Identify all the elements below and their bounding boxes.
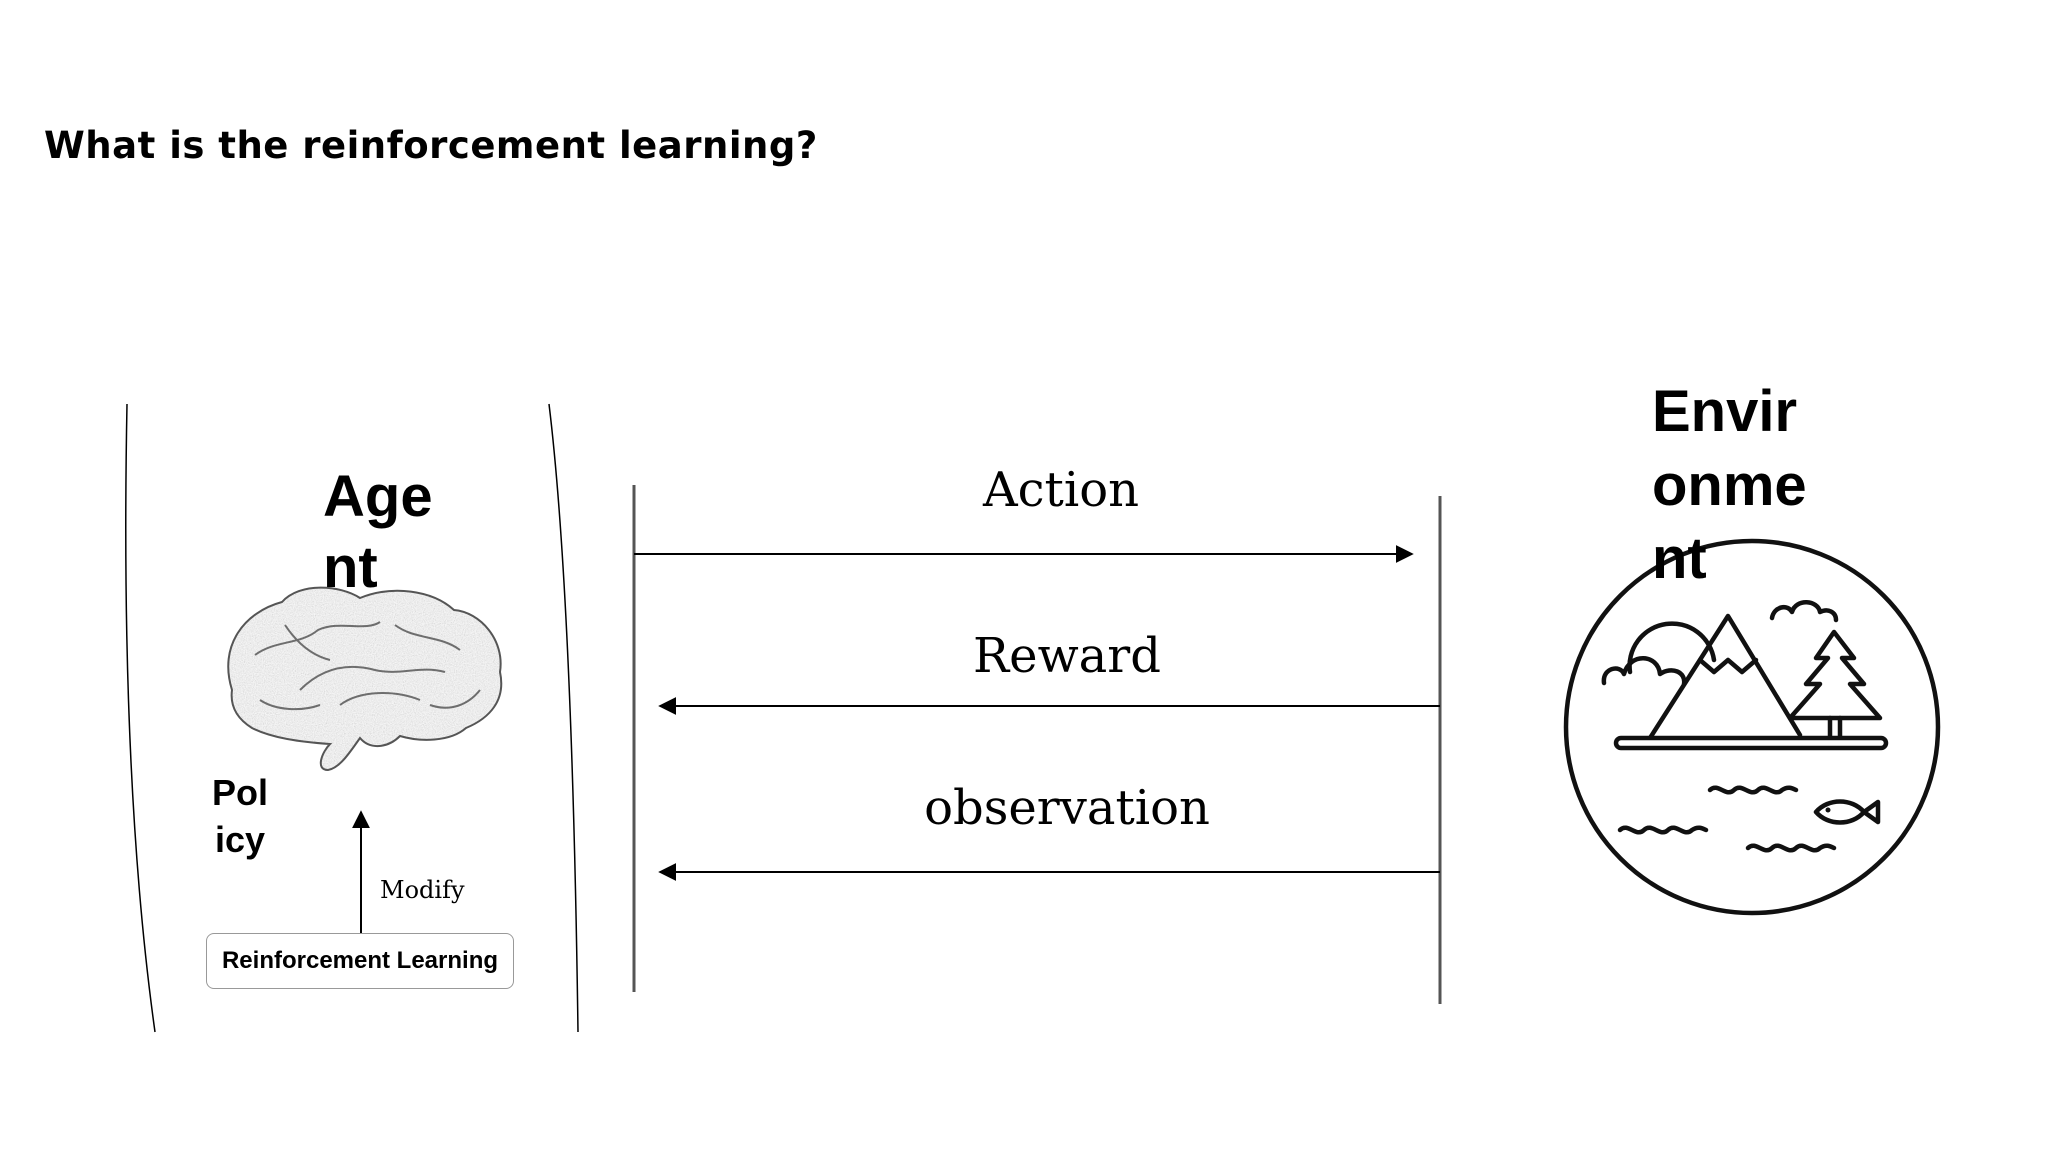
policy-label: Policy <box>211 772 268 860</box>
agent-bracket-right <box>548 403 579 1033</box>
observation-label: observation <box>924 780 1210 836</box>
brain-icon <box>227 586 503 772</box>
modify-label: Modify <box>380 876 465 904</box>
landscape-icon <box>1563 538 1941 916</box>
page-title: What is the reinforcement learning? <box>44 124 818 167</box>
agent-bracket-left <box>124 403 156 1033</box>
reward-label: Reward <box>973 628 1161 684</box>
reinforcement-learning-box: Reinforcement Learning <box>206 933 514 989</box>
environment-title: Environment <box>1652 379 1807 591</box>
agent-title: Agent <box>323 464 433 592</box>
action-label: Action <box>983 462 1139 518</box>
